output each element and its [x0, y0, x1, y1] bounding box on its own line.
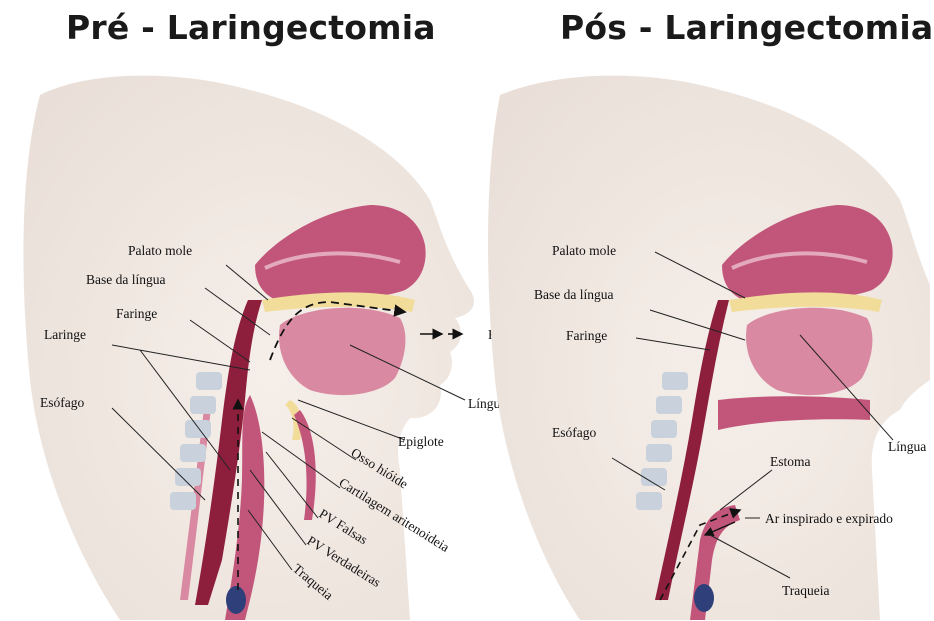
label-palato-mole-post: Palato mole — [552, 243, 616, 258]
label-esofago-pre: Esófago — [40, 395, 84, 410]
label-base-lingua-pre: Base da língua — [86, 272, 165, 287]
pre-head-illustration — [23, 76, 474, 620]
post-head-illustration — [488, 76, 930, 620]
label-epiglote-pre: Epiglote — [398, 434, 444, 449]
label-estoma-post: Estoma — [770, 454, 811, 469]
label-esofago-post: Esófago — [552, 425, 596, 440]
label-palato-mole-pre: Palato mole — [128, 243, 192, 258]
label-ar-post: Ar inspirado e expirado — [765, 511, 893, 526]
label-base-lingua-post: Base da língua — [534, 287, 613, 302]
label-laringe-pre: Laringe — [44, 327, 86, 342]
label-faringe-post: Faringe — [566, 328, 607, 343]
label-traqueia-post: Traqueia — [782, 583, 830, 598]
label-faringe-pre: Faringe — [116, 306, 157, 321]
label-lingua-post: Língua — [888, 439, 926, 454]
